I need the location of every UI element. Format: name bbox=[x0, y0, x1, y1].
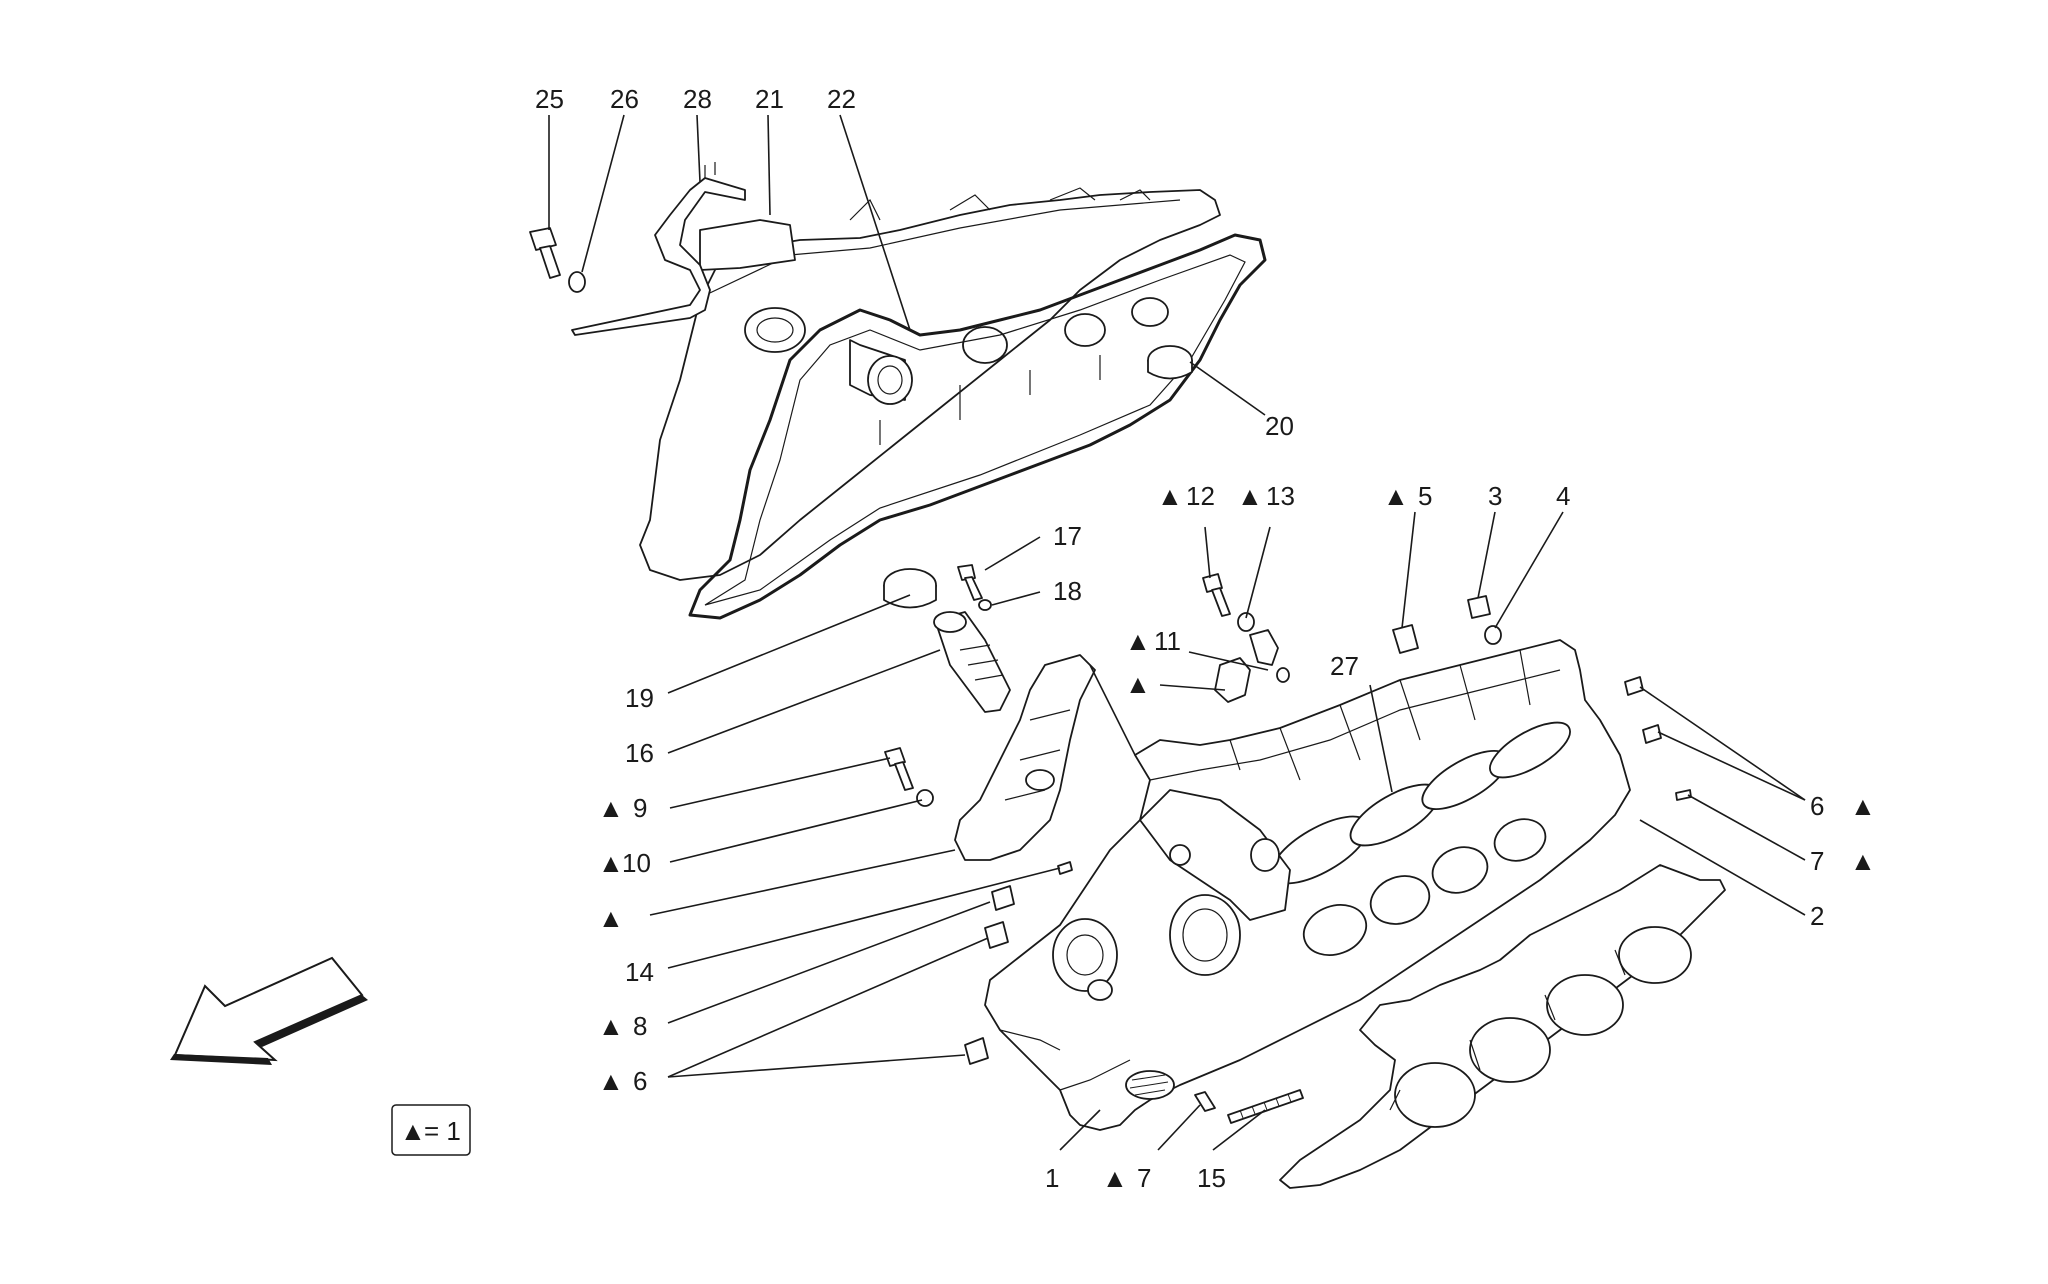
valve-cover-gasket bbox=[688, 233, 1267, 620]
dowel-6-a bbox=[984, 921, 1009, 949]
callout-9-marker: ▲ bbox=[598, 793, 624, 823]
valve-cover bbox=[639, 187, 1221, 581]
callout-13: 13 bbox=[1266, 481, 1295, 511]
bolt-9 bbox=[884, 747, 914, 791]
callout-10: 10 bbox=[622, 848, 651, 878]
callout-8-marker: ▲ bbox=[598, 1011, 624, 1041]
callout-12-marker: ▲ bbox=[1157, 481, 1183, 511]
callout-14: 14 bbox=[625, 957, 654, 987]
callout-9: 9 bbox=[633, 793, 647, 823]
callout-7-right-marker: ▲ bbox=[1850, 846, 1876, 876]
callout-19: 19 bbox=[625, 683, 654, 713]
callout-7-bottom-marker: ▲ bbox=[1102, 1163, 1128, 1193]
pin-14 bbox=[1057, 861, 1073, 875]
dowel-6-right-a bbox=[1624, 676, 1644, 696]
callout-labels: 25 26 28 21 22 20 17 18 19 16 ▲ 9 ▲ 10 ▲… bbox=[535, 84, 1876, 1193]
callout-7-right: 7 bbox=[1810, 846, 1824, 876]
callout-blank-marker: ▲ bbox=[598, 903, 624, 933]
callout-12: 12 bbox=[1186, 481, 1215, 511]
callout-1: 1 bbox=[1045, 1163, 1059, 1193]
callout-6-left: 6 bbox=[633, 1066, 647, 1096]
callout-16: 16 bbox=[625, 738, 654, 768]
plug-5 bbox=[1392, 624, 1419, 654]
washer-10 bbox=[916, 789, 934, 807]
bolt-25 bbox=[529, 227, 561, 279]
callout-18: 18 bbox=[1053, 576, 1082, 606]
bolt-17 bbox=[957, 564, 983, 601]
callout-25: 25 bbox=[535, 84, 564, 114]
leader-lines bbox=[548, 114, 1806, 1151]
legend-marker: ▲ bbox=[400, 1116, 426, 1146]
bolt-12 bbox=[1202, 573, 1231, 617]
callout-22: 22 bbox=[827, 84, 856, 114]
callout-6-left-marker: ▲ bbox=[598, 1066, 624, 1096]
callout-6-right: 6 bbox=[1810, 791, 1824, 821]
solenoid-valve-16 bbox=[933, 611, 1011, 713]
callout-20: 20 bbox=[1265, 411, 1294, 441]
callout-21: 21 bbox=[755, 84, 784, 114]
callout-10-marker: ▲ bbox=[598, 848, 624, 878]
plug-3 bbox=[1467, 595, 1491, 619]
washer-26 bbox=[568, 271, 586, 293]
callout-5-marker: ▲ bbox=[1383, 481, 1409, 511]
callout-28: 28 bbox=[683, 84, 712, 114]
stud-15 bbox=[1227, 1089, 1304, 1124]
callout-11-marker: ▲ bbox=[1125, 626, 1151, 656]
callout-2: 2 bbox=[1810, 901, 1824, 931]
callout-5: 5 bbox=[1418, 481, 1432, 511]
callout-27: 27 bbox=[1330, 651, 1359, 681]
washer-18 bbox=[978, 599, 992, 611]
callout-15: 15 bbox=[1197, 1163, 1226, 1193]
callout-11: 11 bbox=[1154, 626, 1181, 656]
dowel-8 bbox=[991, 885, 1015, 911]
front-direction-arrow bbox=[170, 956, 368, 1065]
callout-blank2-marker: ▲ bbox=[1125, 669, 1151, 699]
spark-plug-seal bbox=[1147, 345, 1193, 380]
bracket-28 bbox=[571, 162, 746, 336]
callout-17: 17 bbox=[1053, 521, 1082, 551]
callout-6-right-marker: ▲ bbox=[1850, 791, 1876, 821]
cylinder-head bbox=[984, 639, 1631, 1131]
washer-4 bbox=[1484, 625, 1502, 645]
callout-13-marker: ▲ bbox=[1237, 481, 1263, 511]
dowel-6-b bbox=[964, 1037, 989, 1065]
callout-4: 4 bbox=[1556, 481, 1570, 511]
cam-cap-bracket bbox=[954, 654, 1096, 861]
legend-text: = 1 bbox=[424, 1116, 461, 1146]
callout-7-bottom: 7 bbox=[1137, 1163, 1151, 1193]
callout-3: 3 bbox=[1488, 481, 1502, 511]
callout-26: 26 bbox=[610, 84, 639, 114]
legend-box: ▲ = 1 bbox=[391, 1104, 471, 1156]
pin-7-bottom bbox=[1194, 1091, 1216, 1112]
seal-19 bbox=[883, 568, 937, 609]
washer-13 bbox=[1237, 612, 1255, 632]
dowel-6-right-b bbox=[1642, 724, 1662, 744]
bracket-11 bbox=[1214, 629, 1290, 703]
callout-8: 8 bbox=[633, 1011, 647, 1041]
head-gasket bbox=[1279, 864, 1726, 1189]
